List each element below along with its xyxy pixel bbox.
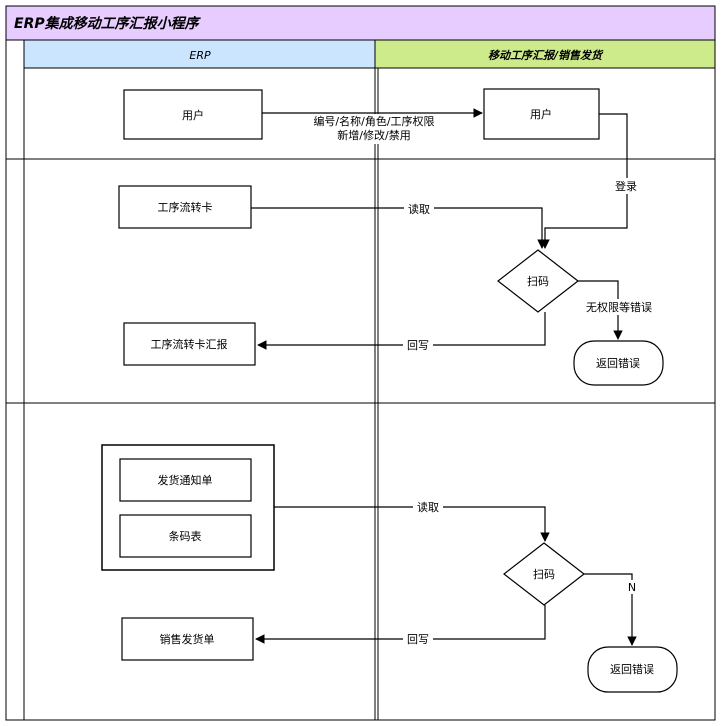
- node-ship-notice-label: 发货通知单: [158, 473, 213, 487]
- node-user-erp: [123, 89, 263, 140]
- edge-login: [540, 113, 628, 249]
- edge-no-permission: [578, 280, 623, 340]
- node-error-1-label: 返回错误: [596, 356, 640, 370]
- node-process-card-label: 工序流转卡: [158, 200, 213, 214]
- node-scan-2-label: 扫码: [533, 568, 555, 581]
- edge-user-sync-label-bg: [308, 114, 440, 144]
- edge-read-2-label: 读取: [417, 500, 439, 514]
- diagram-title: ERP集成移动工序汇报小程序: [14, 15, 202, 32]
- edge-n: [584, 573, 637, 646]
- node-scan-1: [497, 249, 579, 313]
- title-bar: [5, 5, 716, 41]
- edge-read-1-label: 读取: [408, 202, 430, 216]
- node-error-2: [587, 646, 678, 693]
- edge-read-2-label-bg: [413, 500, 443, 514]
- edge-writeback-1-label-bg: [403, 338, 433, 352]
- lane-header-mobile: [374, 39, 716, 69]
- edge-read-1: [251, 207, 547, 249]
- edge-writeback-2-label-bg: [403, 632, 433, 646]
- node-scan-1-label: 扫码: [527, 275, 549, 288]
- edge-read-1-label-bg: [404, 202, 434, 216]
- edge-user-sync-label-2: 新增/修改/禁用: [337, 128, 410, 142]
- node-user-mobile: [483, 88, 600, 140]
- edge-login-label: 登录: [615, 179, 637, 193]
- edge-writeback-2-label: 回写: [407, 633, 429, 646]
- edge-user-sync-label-1: 编号/名称/角色/工序权限: [313, 114, 434, 128]
- node-process-card: [118, 185, 252, 229]
- node-sales-delivery: [121, 617, 254, 661]
- edge-n-label: N: [628, 581, 636, 594]
- node-process-card-report: [123, 322, 256, 366]
- lane-title-erp: ERP: [189, 49, 211, 62]
- node-scan-2: [503, 542, 585, 606]
- node-user-erp-label: 用户: [182, 108, 204, 122]
- node-barcode-table: [119, 514, 252, 558]
- edge-writeback-1-label: 回写: [407, 339, 429, 352]
- edge-login-label-bg: [612, 178, 640, 194]
- node-error-1: [573, 340, 664, 386]
- node-sales-delivery-label: 销售发货单: [160, 632, 215, 646]
- edge-no-permission-label-bg: [582, 299, 656, 315]
- edge-writeback-2: [255, 605, 546, 644]
- edge-no-permission-label: 无权限等错误: [586, 300, 652, 314]
- node-barcode-table-label: 条码表: [169, 529, 202, 543]
- edge-read-2: [274, 506, 550, 542]
- lane-title-mobile: 移动工序汇报/销售发货: [488, 49, 604, 62]
- node-ship-notice: [119, 458, 252, 502]
- node-user-mobile-label: 用户: [530, 107, 552, 121]
- edge-writeback-1: [257, 312, 546, 350]
- node-process-card-report-label: 工序流转卡汇报: [151, 337, 228, 351]
- edge-n-label-bg: [625, 580, 639, 594]
- node-error-2-label: 返回错误: [610, 662, 654, 676]
